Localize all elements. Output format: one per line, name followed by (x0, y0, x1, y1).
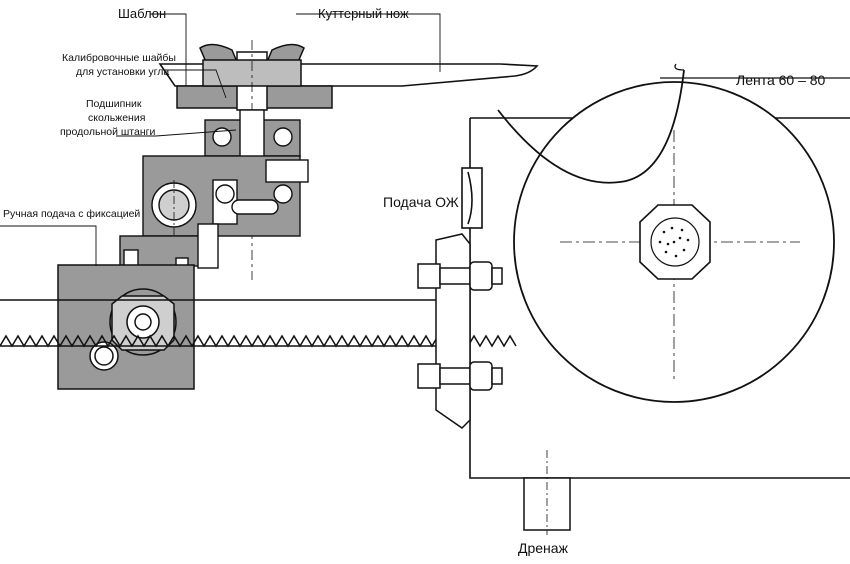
template-plate (176, 40, 333, 280)
label-bearing-1: Подшипник (86, 98, 142, 110)
label-calibration-washers-1: Калибровочные шайбы (62, 52, 176, 64)
grinding-wheel (513, 81, 835, 403)
nut-dots (658, 226, 690, 258)
bearing-assembly (119, 109, 309, 277)
label-bearing-2: скольжения (88, 112, 145, 124)
label-bearing-3: продольной штанги (60, 126, 155, 138)
label-coolant-feed: Подача ОЖ (383, 194, 459, 210)
label-calibration-washers-2: для установки угла (76, 66, 169, 78)
label-drain: Дренаж (518, 540, 569, 556)
belt (497, 63, 850, 184)
label-belt: Лента 60 – 80 (736, 72, 826, 88)
drain-pipe (523, 450, 571, 535)
label-cutter-knife: Куттерный нож (318, 6, 409, 21)
label-manual-feed: Ручная подача с фиксацией (3, 208, 140, 220)
leader-lines (0, 13, 441, 266)
rod-and-rack (0, 299, 517, 348)
label-template: Шаблон (118, 6, 166, 21)
manual-feed-block (57, 264, 195, 390)
clamp-bracket (417, 233, 503, 429)
